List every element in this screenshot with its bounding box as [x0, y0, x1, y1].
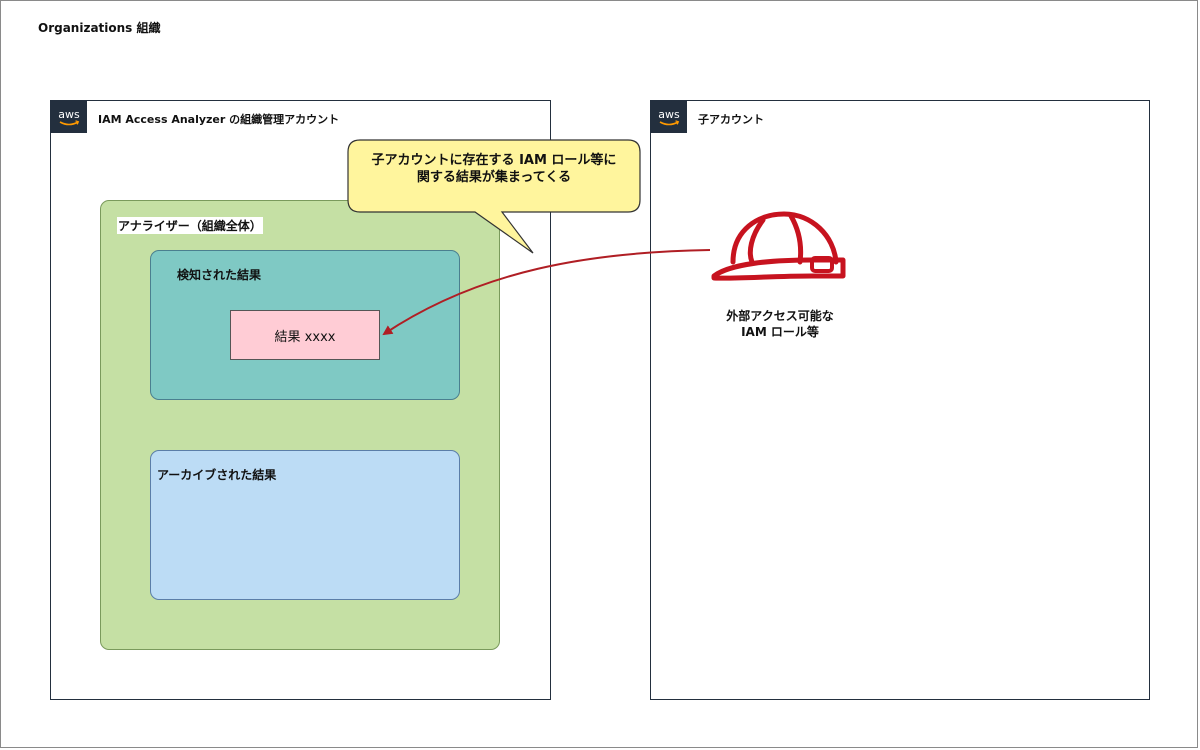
aws-logo-icon: aws [51, 101, 87, 133]
access-arrow [382, 249, 711, 336]
finding-item[interactable]: 結果 xxxx [230, 310, 380, 360]
helmet-icon [711, 211, 846, 281]
iam-role-label-line-1: 外部アクセス可能な [726, 309, 834, 323]
callout-bubble [347, 139, 641, 254]
callout-line-2: 関する結果が集まってくる [416, 170, 572, 185]
callout-text: 子アカウントに存在する IAM ロール等に 関する結果が集まってくる [352, 152, 636, 186]
svg-text:aws: aws [658, 108, 680, 121]
detected-findings-label: 検知された結果 [177, 268, 262, 282]
child-account-box: aws 子アカウント [650, 100, 1150, 700]
aws-logo-icon: aws [651, 101, 687, 133]
child-account-label: 子アカウント [698, 113, 764, 126]
organizations-title: Organizations 組織 [38, 21, 161, 35]
admin-account-label: IAM Access Analyzer の組織管理アカウント [98, 113, 340, 126]
iam-role-label: 外部アクセス可能な IAM ロール等 [680, 308, 880, 340]
archived-findings-label: アーカイブされた結果 [157, 468, 277, 482]
svg-text:aws: aws [58, 108, 80, 121]
analyzer-label: アナライザー（組織全体） [117, 217, 263, 234]
callout-line-1: 子アカウントに存在する IAM ロール等に [371, 153, 617, 168]
archived-findings-container[interactable] [150, 450, 460, 600]
iam-role-label-line-2: IAM ロール等 [741, 325, 819, 339]
